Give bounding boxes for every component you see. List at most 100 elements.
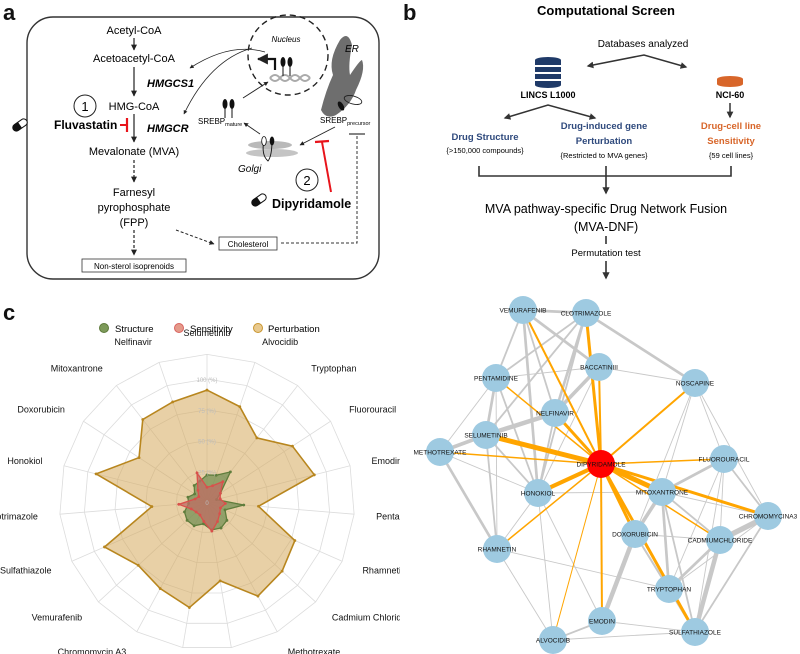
- network-node-circle[interactable]: [706, 526, 734, 554]
- network-node-label: FLUOROURACIL: [699, 457, 750, 464]
- network-edge: [552, 631, 696, 641]
- network-edge: [601, 620, 696, 633]
- network-node-methotrexate[interactable]: METHOTREXATE: [414, 438, 468, 466]
- network-edge: [660, 491, 671, 590]
- network-node-label: SULFATHIAZOLE: [669, 630, 722, 637]
- radar-chart: Structure Sensitivity Perturbation 025 (…: [0, 323, 400, 654]
- network-node-vemurafenib[interactable]: VEMURAFENIB: [500, 296, 547, 324]
- network-node-baccatiniii[interactable]: BACCATINIII: [580, 353, 618, 381]
- radar-point-structure: [205, 473, 209, 477]
- srebp-precursor-icon: [337, 101, 345, 111]
- network-edge: [439, 377, 497, 453]
- network-node-circle[interactable]: [509, 296, 537, 324]
- network-node-circle[interactable]: [648, 478, 676, 506]
- radar-point-sensitivity: [202, 520, 206, 523]
- network-node-label: VEMURAFENIB: [500, 308, 547, 315]
- network-node-circle[interactable]: [524, 479, 552, 507]
- network-node-clotrimazole[interactable]: CLOTRIMAZOLE: [561, 299, 612, 327]
- er-to-golgi-arrow: [299, 126, 336, 146]
- network-node-fluorouracil[interactable]: FLUOROURACIL: [699, 445, 750, 473]
- radar-point-structure: [242, 503, 246, 507]
- cholesterol-feedback-line: [281, 134, 358, 244]
- cholesterol-label: Cholesterol: [228, 240, 269, 249]
- legend-label-structure: Structure: [115, 324, 154, 335]
- network-node-circle[interactable]: [621, 520, 649, 548]
- radar-point-perturbation: [103, 545, 106, 549]
- output-perturbation-note: {Restricted to MVA genes}: [561, 151, 648, 160]
- network-node-doxorubicin[interactable]: DOXORUBICIN: [612, 520, 658, 548]
- radar-point-structure: [229, 470, 232, 474]
- legend-label-sensitivity: Sensitivity: [190, 324, 233, 335]
- network-node-label: HONOKIOL: [521, 491, 556, 498]
- radar-point-perturbation: [293, 539, 297, 542]
- network-node-selumetinib[interactable]: SELUMETINIB: [464, 421, 508, 449]
- network-node-label: NELFINAVIR: [536, 411, 574, 418]
- radar-category-label: Clotrimazole: [0, 512, 38, 522]
- screen-title: Computational Screen: [537, 3, 675, 18]
- network-node-circle[interactable]: [588, 607, 616, 635]
- network-node-circle[interactable]: [539, 626, 567, 654]
- network-node-tryptophan[interactable]: TRYPTOPHAN: [647, 575, 691, 603]
- radar-category-label: Chromomycin A3: [58, 647, 127, 654]
- network-node-rhamnetin[interactable]: RHAMNETIN: [478, 535, 517, 563]
- network-node-circle[interactable]: [710, 445, 738, 473]
- network-edge: [439, 451, 539, 494]
- network-hub-edge: [584, 312, 603, 465]
- network-node-alvocidib[interactable]: ALVOCIDIB: [536, 626, 570, 654]
- radar-point-structure: [186, 495, 190, 499]
- radar-point-sensitivity: [205, 485, 209, 489]
- radar-point-structure: [223, 508, 227, 512]
- acetoacetyl-coa-label: Acetoacetyl-CoA: [93, 53, 176, 65]
- network-node-nelfinavir[interactable]: NELFINAVIR: [536, 399, 574, 427]
- network-node-circle[interactable]: [482, 364, 510, 392]
- nci60-database-icon: [717, 76, 743, 87]
- network-edge: [521, 309, 540, 494]
- network-hub-edge: [599, 463, 697, 633]
- hmg-coa-label: HMG-CoA: [109, 101, 160, 113]
- network-node-pentamidine[interactable]: PENTAMIDINE: [474, 364, 519, 392]
- dipyridamole-inhibit-bar: [314, 139, 330, 144]
- network-node-circle[interactable]: [585, 353, 613, 381]
- radar-point-sensitivity: [194, 510, 198, 514]
- network-node-circle[interactable]: [754, 502, 782, 530]
- network-hub-edge: [600, 463, 603, 622]
- network-node-circle[interactable]: [655, 575, 683, 603]
- network-node-circle[interactable]: [426, 438, 454, 466]
- network-node-circle[interactable]: [681, 618, 709, 646]
- radar-category-label: Nelfinavir: [114, 337, 152, 347]
- network-node-circle[interactable]: [483, 535, 511, 563]
- drug1-marker: [73, 94, 97, 118]
- radar-tick-label: 75 (%): [198, 409, 216, 415]
- network-node-honokiol[interactable]: HONOKIOL: [521, 479, 556, 507]
- network-node-circle[interactable]: [541, 399, 569, 427]
- srebp-import-arrow: [242, 81, 269, 99]
- radar-point-perturbation: [158, 587, 162, 590]
- network-node-noscapine[interactable]: NOSCAPINE: [676, 369, 715, 397]
- network-node-sulfathiazole[interactable]: SULFATHIAZOLE: [669, 618, 722, 646]
- network-node-circle[interactable]: [681, 369, 709, 397]
- network-node-cadmiumchloride[interactable]: CADMIUMCHLORIDE: [688, 526, 753, 554]
- radar-point-perturbation: [291, 444, 294, 448]
- radar-point-structure: [214, 473, 218, 477]
- network-node-dipyridamole[interactable]: DIPYRIDAMOLE: [576, 450, 626, 478]
- network-node-circle[interactable]: [587, 450, 615, 478]
- network-node-mitoxantrone[interactable]: MITOXANTRONE: [636, 478, 689, 506]
- radar-point-perturbation: [257, 504, 260, 508]
- radar-category-label: Selumetinib: [183, 328, 230, 338]
- network-node-circle[interactable]: [472, 421, 500, 449]
- golgi-shape: [246, 141, 298, 157]
- merge-bracket: [478, 166, 732, 177]
- cholesterol-box: [218, 236, 278, 251]
- network-edge: [692, 539, 723, 633]
- radar-point-perturbation: [94, 472, 98, 476]
- network-node-circle[interactable]: [572, 299, 600, 327]
- legend-label-perturbation: Perturbation: [268, 324, 320, 335]
- fpp-label-line2: pyrophosphate: [98, 202, 171, 214]
- network-node-chromomycina3[interactable]: CHROMOMYCINA3: [739, 502, 798, 530]
- databases-double-arrow: [586, 54, 688, 69]
- network-node-label: MITOXANTRONE: [636, 490, 689, 497]
- radar-point-sensitivity: [219, 506, 222, 510]
- network-node-label: EMODIN: [589, 619, 615, 626]
- radar-category-label: Fluorouracil: [349, 405, 396, 415]
- network-node-emodin[interactable]: EMODIN: [588, 607, 616, 635]
